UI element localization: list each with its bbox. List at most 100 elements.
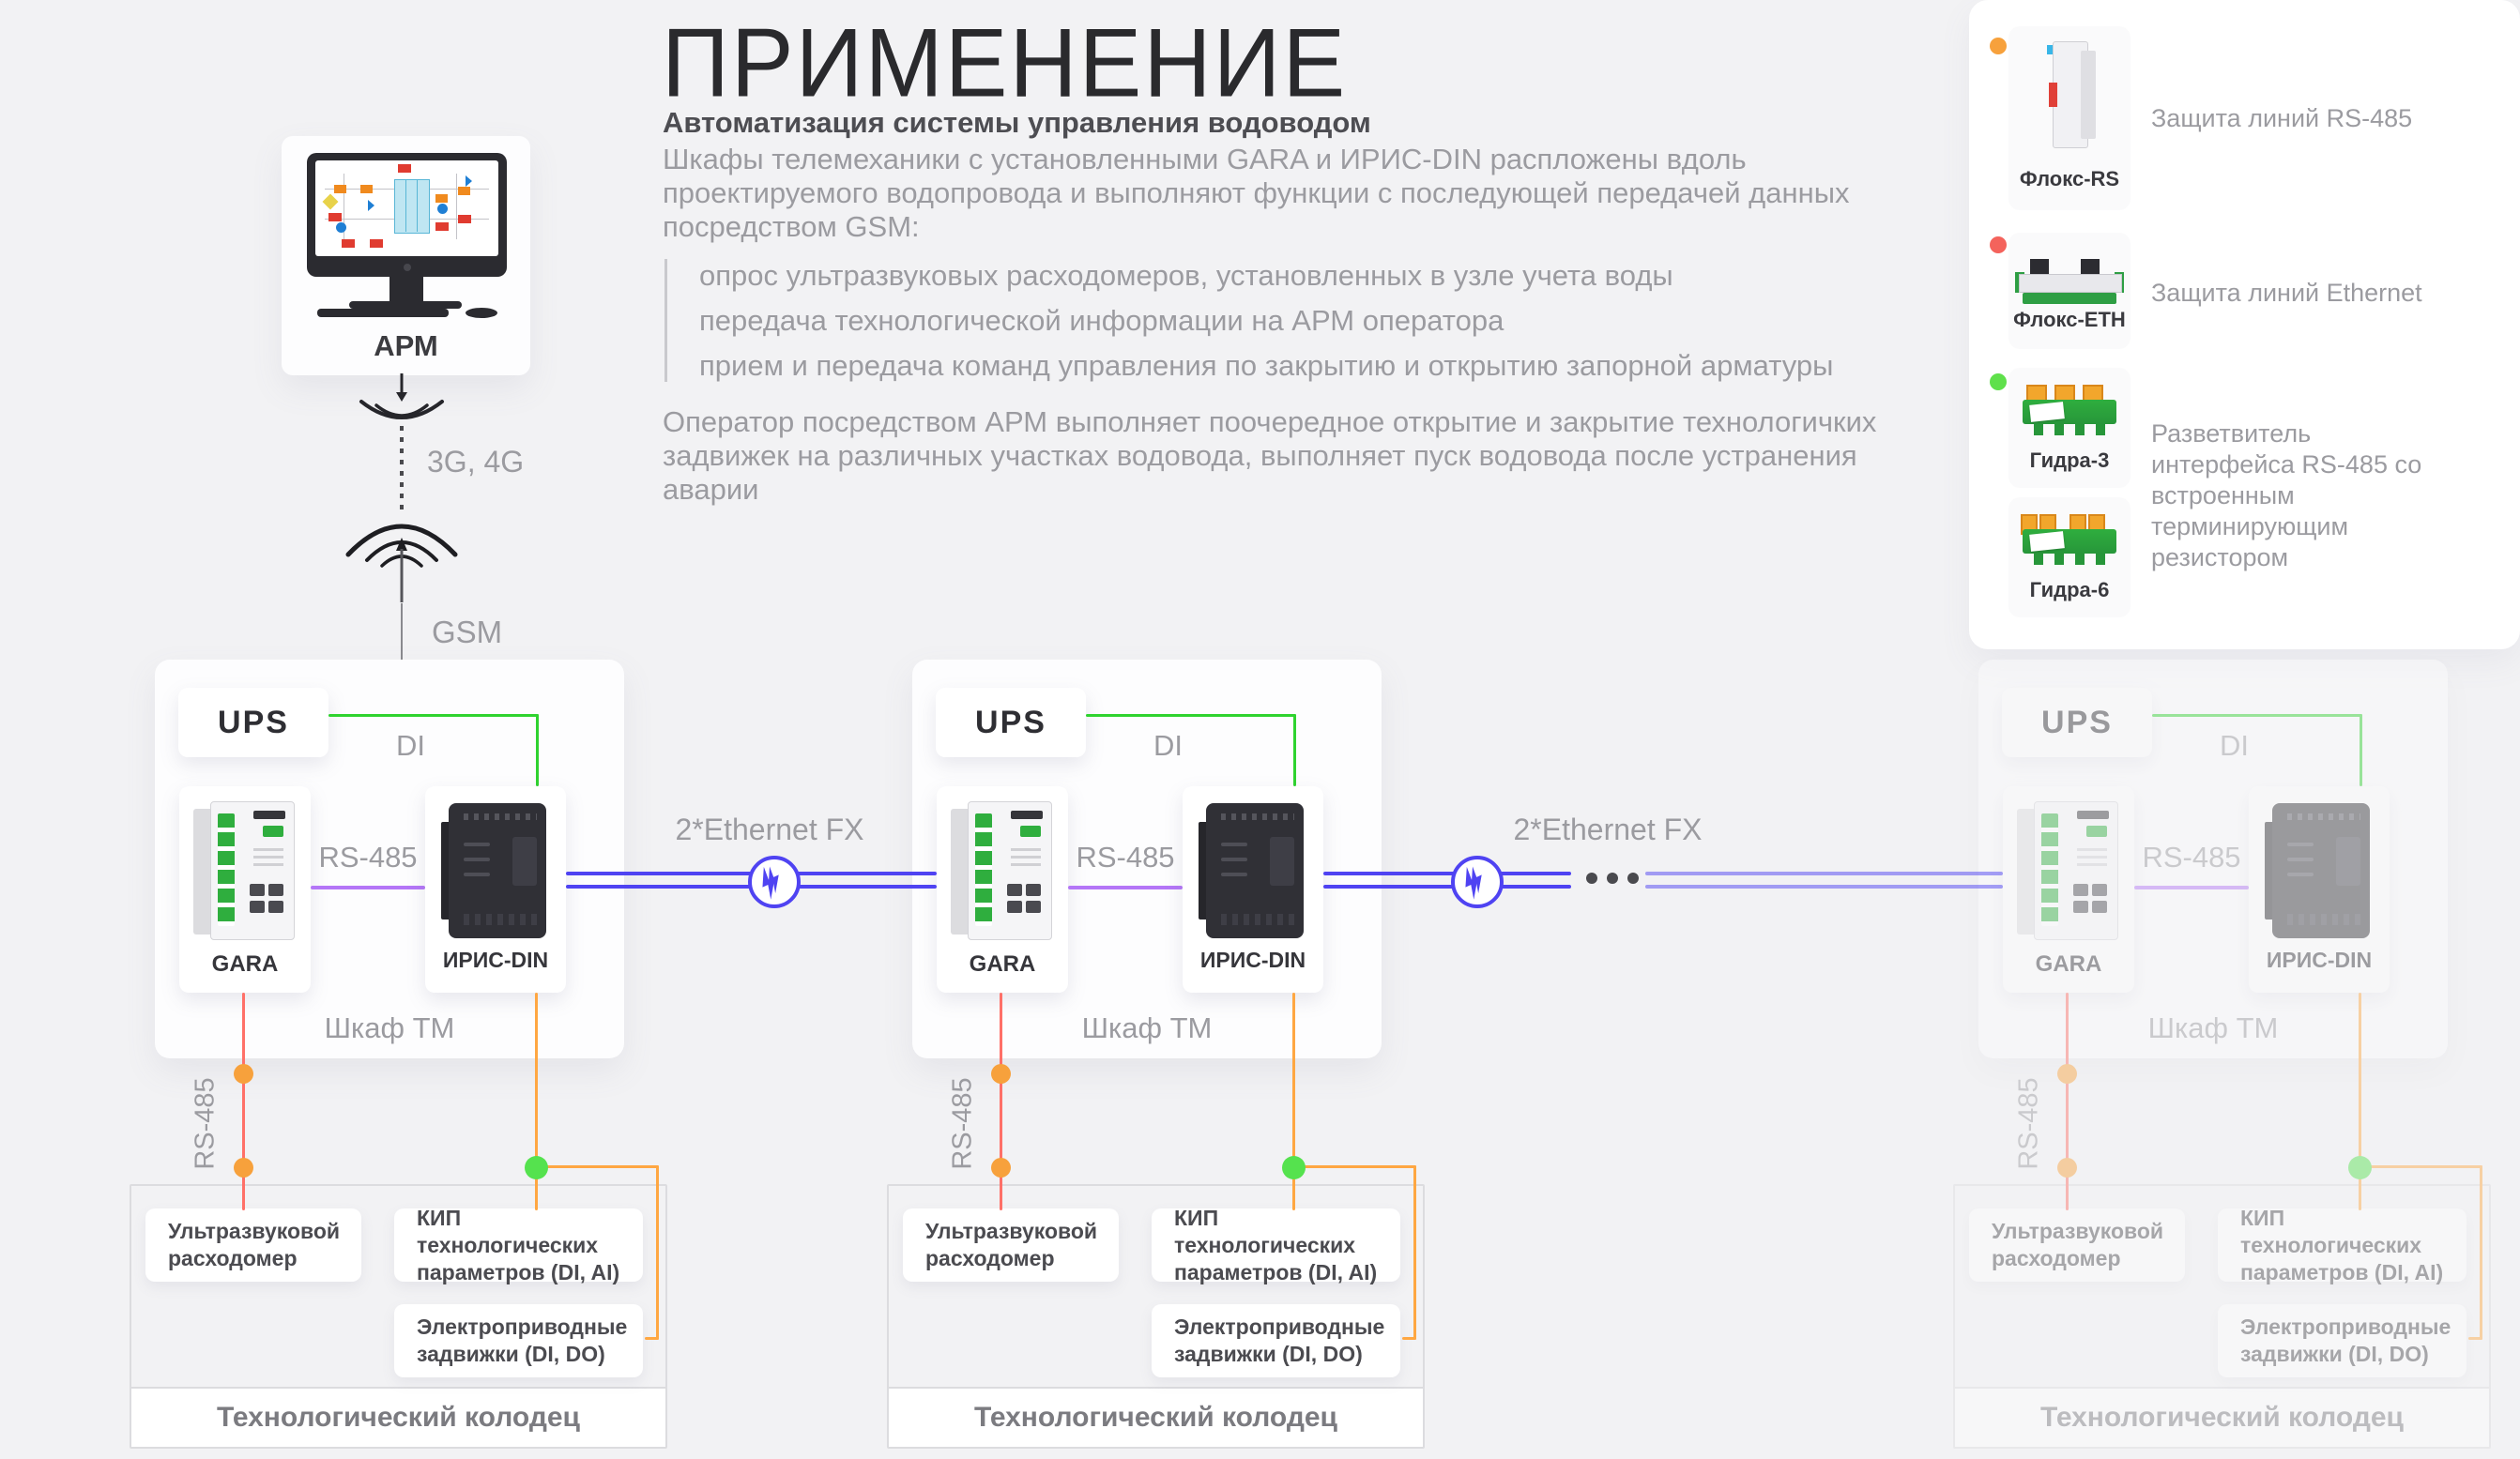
rs485-line bbox=[1068, 886, 1183, 889]
monitor-base bbox=[349, 301, 462, 309]
legend-marker-floks-rs bbox=[1990, 38, 2007, 54]
keyboard bbox=[317, 309, 449, 317]
iris-din-device-image bbox=[441, 803, 550, 942]
tm-cabinet-title: Шкаф ТМ bbox=[1081, 1011, 1213, 1044]
scada-screen bbox=[315, 160, 498, 256]
iris-din-box: ИРИС-DIN bbox=[425, 786, 566, 993]
io-branch-vertical bbox=[1413, 1165, 1416, 1340]
io-branch-stub bbox=[2468, 1337, 2482, 1340]
rs485-line bbox=[311, 886, 425, 889]
tm-cabinet-title: Шкаф ТМ bbox=[324, 1011, 455, 1044]
legend-desc-floks-eth: Защита линий Ethernet bbox=[2151, 279, 2422, 307]
mouse bbox=[466, 308, 497, 318]
gara-label: GARA bbox=[211, 951, 279, 977]
valves-box: Электроприводные задвижки (DI, DO) bbox=[394, 1304, 643, 1377]
gsm-to-cabinet-line bbox=[401, 603, 403, 660]
rs485-drop-label: RS-485 bbox=[2013, 1077, 2044, 1170]
arm-card: АРМ bbox=[282, 136, 530, 375]
io-branch-horizontal bbox=[537, 1165, 659, 1168]
legend-card-floks-rs: Флокс-RS bbox=[2008, 26, 2131, 210]
page-title: ПРИМЕНЕНИЕ bbox=[662, 8, 1348, 118]
legend-card-gidra-6: Гидра-6 bbox=[2008, 497, 2131, 617]
flowmeter-box: Ультразвуковой расходомер bbox=[145, 1208, 361, 1282]
ethernet-line-faded bbox=[1645, 872, 2003, 875]
intro-paragraph: Шкафы телемеханики с установленными GARA… bbox=[663, 143, 1850, 243]
rs485-drop-label: RS-485 bbox=[947, 1077, 978, 1170]
floks-rs-junction-dot bbox=[2057, 1064, 2077, 1084]
io-branch-stub bbox=[645, 1337, 659, 1340]
io-branch-vertical bbox=[2480, 1165, 2482, 1340]
io-drop-line bbox=[2359, 993, 2361, 1210]
flowmeter-box: Ультразвуковой расходомер bbox=[903, 1208, 1119, 1282]
ethernet-label: 2*Ethernet FX bbox=[675, 813, 864, 846]
gidra-3-label: Гидра-3 bbox=[2029, 448, 2110, 472]
legend-card-gidra-3: Гидра-3 bbox=[2008, 368, 2131, 488]
ethernet-line bbox=[1323, 872, 1571, 875]
tm-cabinet-title: Шкаф ТМ bbox=[2147, 1011, 2279, 1044]
ups-box: UPS bbox=[178, 688, 328, 757]
well-title: Технологический колодец bbox=[131, 1387, 665, 1447]
valves-box: Электроприводные задвижки (DI, DO) bbox=[2218, 1304, 2467, 1377]
io-branch-horizontal bbox=[2360, 1165, 2482, 1168]
rs485-drop-line bbox=[1000, 993, 1002, 1210]
rs485-drop-line bbox=[2066, 993, 2069, 1210]
iris-din-box: ИРИС-DIN bbox=[2249, 786, 2390, 993]
gidra-6-label: Гидра-6 bbox=[2029, 578, 2110, 601]
rs485-label: RS-485 bbox=[2142, 841, 2241, 874]
ups-box: UPS bbox=[936, 688, 1086, 757]
list-item: передача технологической информации на А… bbox=[699, 304, 1504, 337]
legend-marker-floks-eth bbox=[1990, 236, 2007, 253]
rs485-label: RS-485 bbox=[1076, 841, 1175, 874]
gara-device-image bbox=[2017, 801, 2120, 942]
floks-rs-junction-dot bbox=[991, 1064, 1011, 1084]
gara-box: GARA bbox=[2003, 786, 2134, 993]
gara-box: GARA bbox=[179, 786, 311, 993]
surge-protection-icon bbox=[1451, 856, 1504, 908]
io-branch-vertical bbox=[656, 1165, 659, 1340]
monitor-stand bbox=[389, 277, 423, 301]
gidra-junction-dot bbox=[1282, 1156, 1306, 1179]
io-branch-stub bbox=[1402, 1337, 1416, 1340]
operator-paragraph: Оператор посредством АРМ выполняет пооче… bbox=[663, 405, 1877, 506]
gsm-label: GSM bbox=[432, 615, 503, 649]
legend-desc-floks-rs: Защита линий RS-485 bbox=[2151, 104, 2413, 132]
floks-eth-image bbox=[2013, 233, 2126, 308]
valves-box: Электроприводные задвижки (DI, DO) bbox=[1152, 1304, 1400, 1377]
well-title: Технологический колодец bbox=[889, 1387, 1423, 1447]
ups-box: UPS bbox=[2002, 688, 2152, 757]
iris-din-device-image bbox=[1199, 803, 1307, 942]
gidra-junction-dot bbox=[525, 1156, 548, 1179]
gidra-junction-dot bbox=[2348, 1156, 2372, 1179]
rs485-drop-label: RS-485 bbox=[190, 1077, 221, 1170]
ethernet-line bbox=[1323, 885, 1571, 889]
arm-label: АРМ bbox=[374, 329, 438, 362]
well-title: Технологический колодец bbox=[1955, 1387, 2489, 1447]
di-line-vertical bbox=[536, 714, 539, 786]
floks-rs-junction-dot bbox=[991, 1158, 1011, 1178]
iris-din-label: ИРИС-DIN bbox=[2266, 948, 2373, 972]
io-drop-line bbox=[1292, 993, 1295, 1210]
tm-cabinet-card bbox=[1978, 660, 2448, 1058]
ethernet-label: 2*Ethernet FX bbox=[1513, 813, 1703, 846]
list-item: прием и передача команд управления по за… bbox=[699, 349, 1834, 382]
well-block: Технологический колодец bbox=[1953, 1184, 2491, 1449]
instruments-box: КИП технологических параметров (DI, AI) bbox=[1152, 1206, 1400, 1284]
io-drop-line bbox=[535, 993, 538, 1210]
di-label: DI bbox=[396, 729, 425, 762]
radio-link-dotted-line bbox=[400, 426, 404, 510]
well-block: Технологический колодец bbox=[887, 1184, 1425, 1449]
floks-rs-label: Флокс-RS bbox=[2019, 167, 2120, 190]
flowmeter-box: Ультразвуковой расходомер bbox=[1969, 1208, 2185, 1282]
io-branch-horizontal bbox=[1294, 1165, 1416, 1168]
rs485-drop-line bbox=[242, 993, 245, 1210]
di-line-horizontal bbox=[328, 714, 539, 717]
di-line-horizontal bbox=[2152, 714, 2362, 717]
instruments-box: КИП технологических параметров (DI, AI) bbox=[2218, 1206, 2467, 1284]
floks-eth-label: Флокс-ETH bbox=[2013, 308, 2126, 331]
iris-din-label: ИРИС-DIN bbox=[1199, 948, 1306, 972]
arm-monitor bbox=[307, 153, 507, 277]
gsm-antenna-icon bbox=[345, 524, 458, 602]
floks-rs-junction-dot bbox=[234, 1158, 253, 1178]
